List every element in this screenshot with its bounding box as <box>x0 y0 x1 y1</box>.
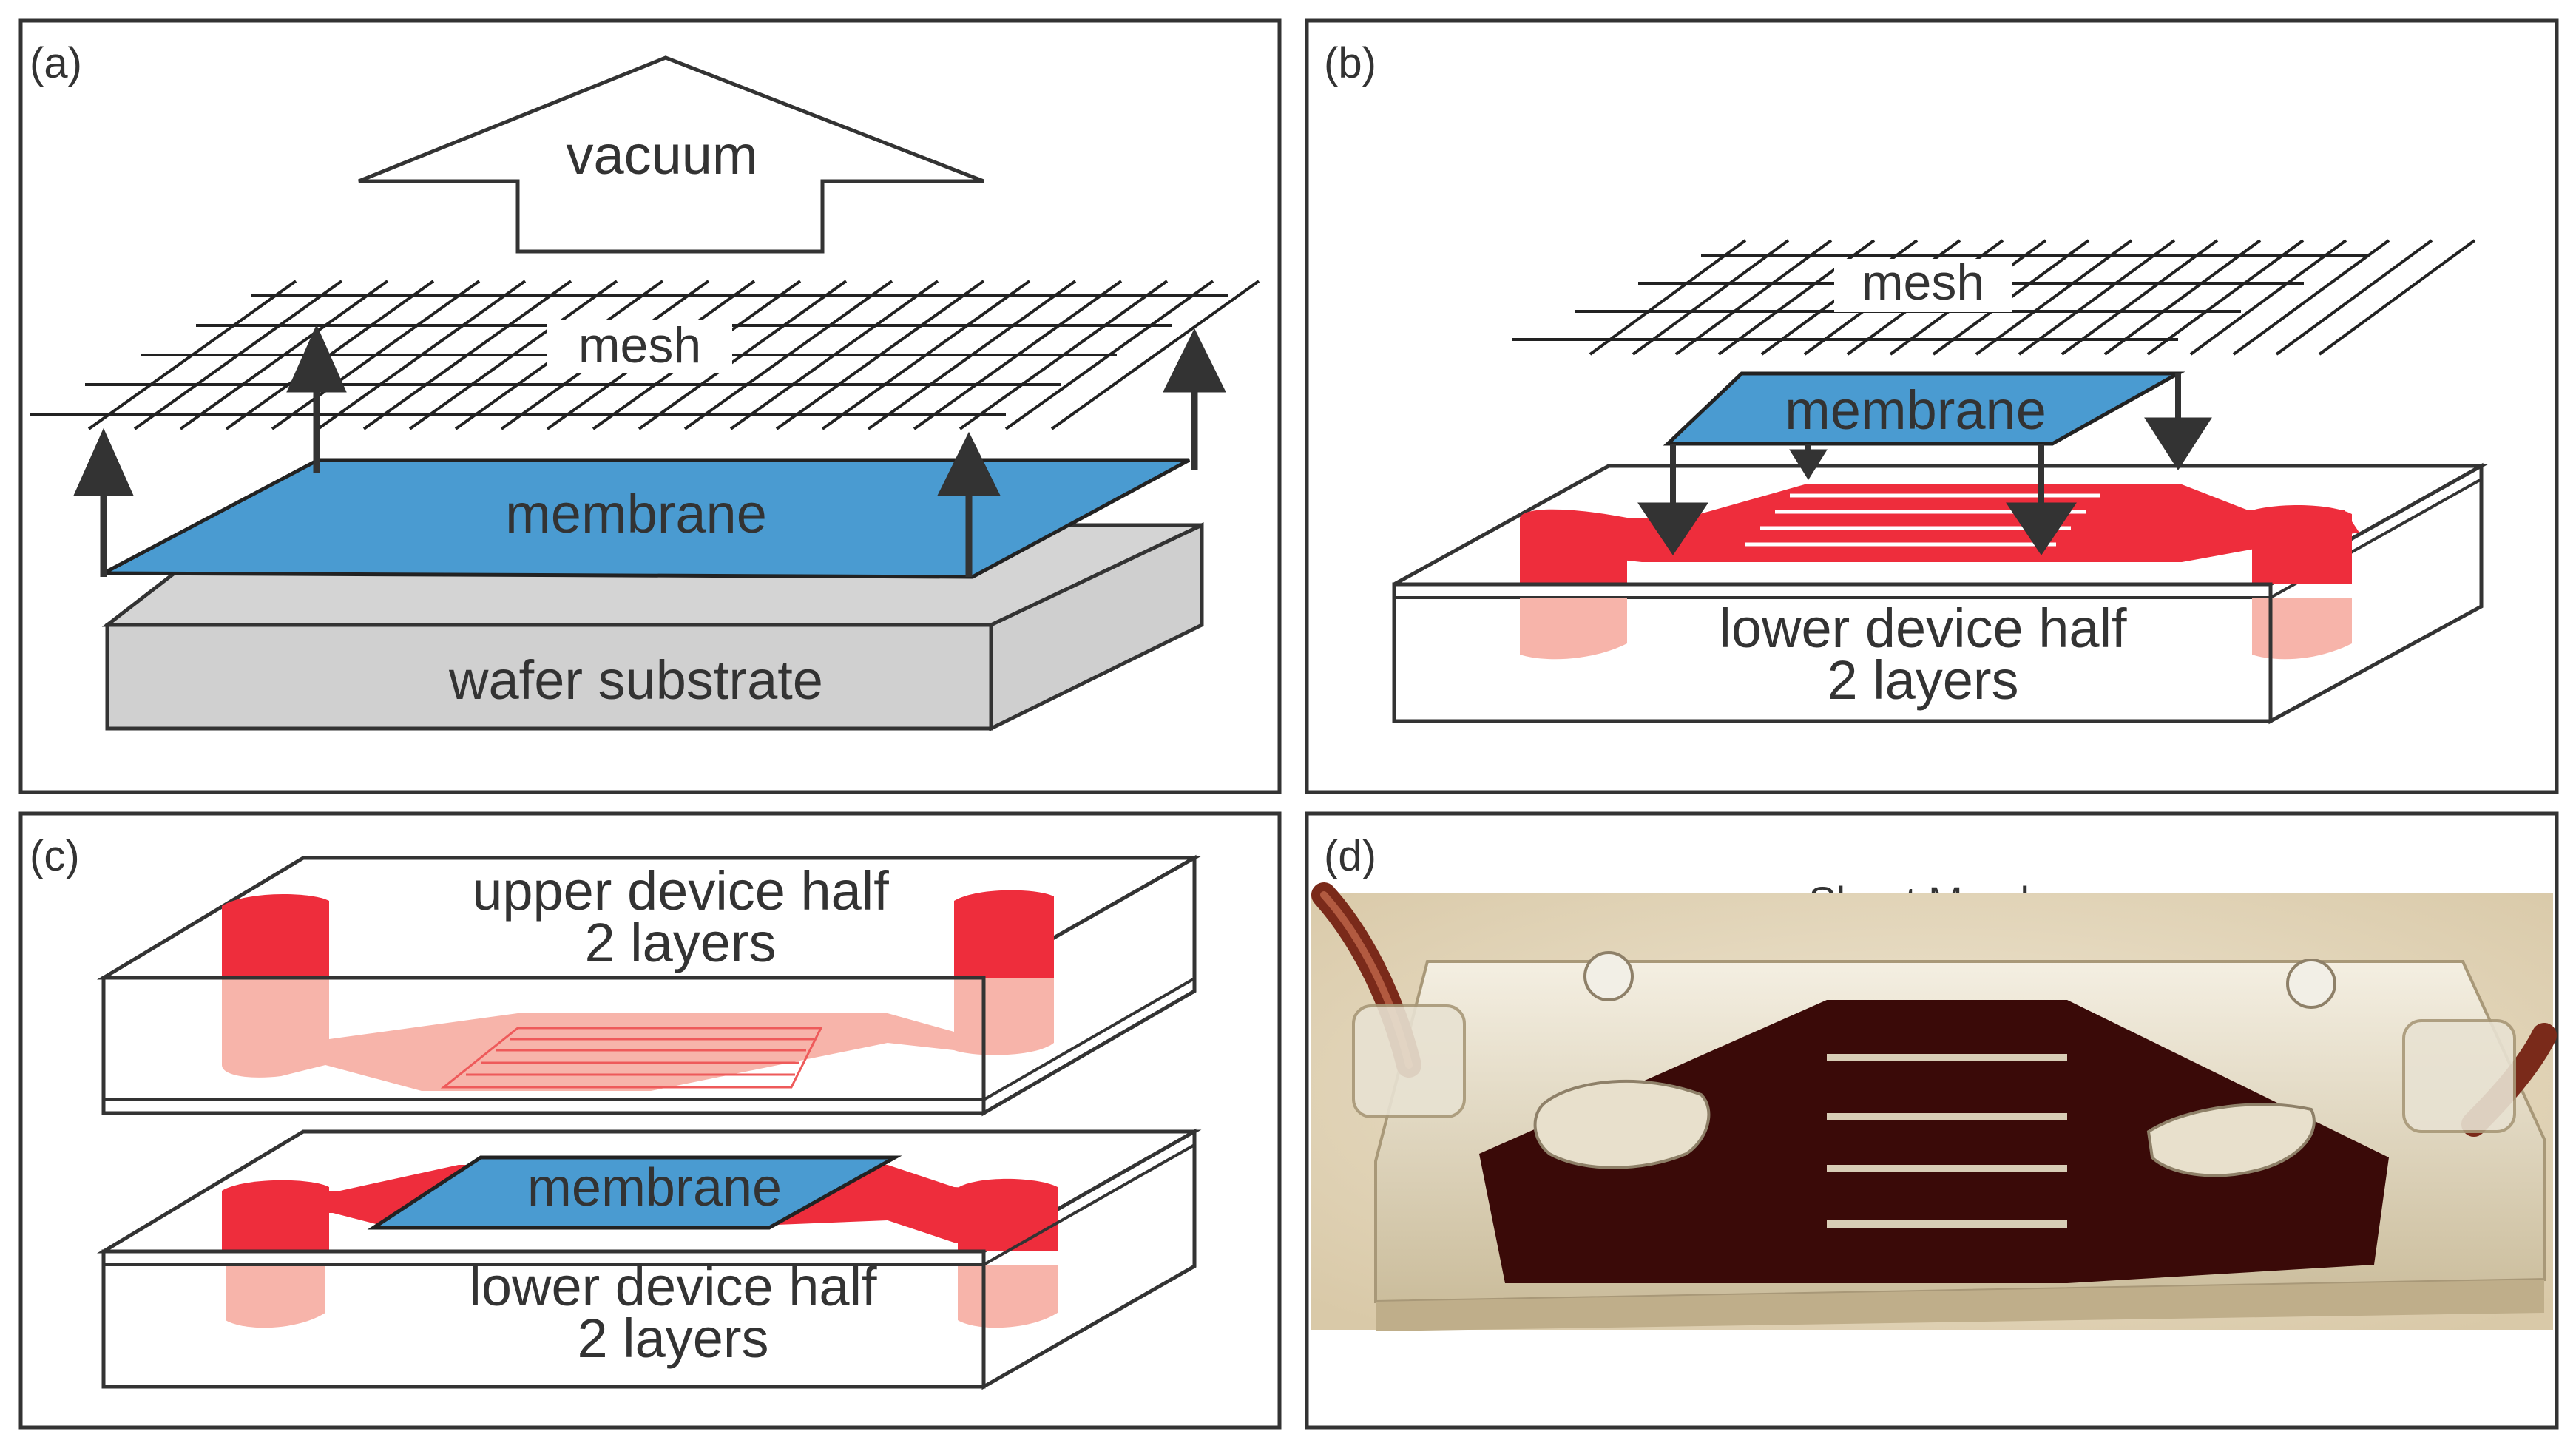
mesh-column-line <box>2189 239 2347 356</box>
upper-channel-lines <box>440 1027 823 1089</box>
panel-d-label: (d) <box>1324 832 1376 880</box>
down-arrow-icon <box>1637 502 1708 555</box>
mesh-column-line <box>638 280 848 430</box>
lower-port-c-left-top <box>222 1180 329 1251</box>
mesh-column-line <box>1674 239 1833 356</box>
mesh-column-line <box>317 280 527 430</box>
press-arrows <box>1637 373 2212 555</box>
mesh-column-line <box>271 280 481 430</box>
lower-device-c-front <box>101 1249 986 1389</box>
membrane-c-label: membrane <box>527 1158 782 1217</box>
lower-half-b-line2: 2 layers <box>1827 649 2018 711</box>
vacuum-label: vacuum <box>566 124 757 186</box>
port-b-right-top <box>2252 505 2352 584</box>
up-arrow-icon <box>286 324 347 393</box>
mesh-column-line <box>2318 239 2476 356</box>
mesh-column-line <box>959 280 1169 430</box>
mesh-column-line <box>87 280 297 430</box>
mesh-b-label: mesh <box>1862 254 1984 311</box>
membrane-b-label: membrane <box>1785 379 2046 441</box>
mesh-column-line <box>1589 239 1747 356</box>
lower-half-b-line1: lower device half <box>1719 598 2127 659</box>
membrane-c <box>367 1155 902 1230</box>
port-b-right-bottom <box>2252 598 2352 660</box>
panel-a: (a) vacuum wafer substrate membrane mesh <box>18 18 1282 794</box>
down-arrow-icon <box>1789 449 1828 480</box>
upper-device-front <box>101 976 986 1115</box>
mesh-column-line <box>729 280 939 430</box>
lift-arrows <box>73 324 1226 577</box>
device-channel-dark <box>1479 1000 2389 1283</box>
wafer-substrate-front <box>105 623 993 731</box>
mesh-column-line <box>2103 239 2262 356</box>
mesh-column-line <box>408 280 618 430</box>
mesh-column-line <box>179 280 389 430</box>
panel-a-label: (a) <box>30 39 82 87</box>
lower-half-c-line2: 2 layers <box>577 1308 768 1369</box>
panel-d: (d) Sheet Membrane <box>1305 811 2559 1430</box>
lower-port-c-right-bottom <box>958 1265 1058 1328</box>
opening-right <box>2146 1103 2316 1177</box>
upper-half-line2: 2 layers <box>584 912 776 973</box>
mesh-a-label: mesh <box>578 317 701 373</box>
mesh-column-line <box>2018 239 2176 356</box>
mesh-column-line <box>1975 239 2133 356</box>
panel-c: (c) upper device half 2 layers membrane <box>18 811 1282 1430</box>
connector-right <box>2402 1019 2516 1133</box>
mesh-grid-a <box>30 280 1260 430</box>
mesh-column-line <box>867 280 1077 430</box>
opening-left <box>1533 1079 1711 1169</box>
mesh-column-line <box>821 280 1031 430</box>
connector-left <box>1352 1004 1466 1118</box>
device-b-front <box>1392 582 2273 723</box>
down-arrow-icon <box>2144 417 2212 470</box>
mesh-column-line <box>2061 239 2219 356</box>
upper-port-left <box>222 893 329 978</box>
mesh-column-line <box>2275 239 2433 356</box>
membrane-a-label: membrane <box>505 483 767 544</box>
down-arrow-icon <box>2006 502 2077 555</box>
device-photo <box>1311 882 2557 1331</box>
port-b-left-bottom <box>1520 598 1627 660</box>
panel-c-label: (c) <box>30 832 80 880</box>
vacuum-arrow <box>358 55 984 254</box>
mesh-column-line <box>133 280 343 430</box>
mesh-column-line <box>1050 280 1260 430</box>
mesh-column-line <box>913 280 1123 430</box>
panel-b-label: (b) <box>1324 39 1376 87</box>
wafer-substrate-label: wafer substrate <box>448 649 823 711</box>
mesh-column-line <box>2232 239 2390 356</box>
mesh-column-line <box>1632 239 1790 356</box>
mesh-label-bg-b <box>1834 259 2012 312</box>
channel-b <box>1524 484 2359 562</box>
mesh-column-line <box>683 280 893 430</box>
lower-port-c-left-bottom <box>226 1265 325 1328</box>
port-b-left-top <box>1520 509 1627 584</box>
mesh-column-line <box>362 280 572 430</box>
up-arrow-icon <box>937 431 1001 496</box>
upper-half-line1: upper device half <box>472 860 889 922</box>
mesh-column-line <box>775 280 985 430</box>
up-arrow-icon <box>1163 328 1226 393</box>
lower-port-c-right-top <box>958 1178 1058 1251</box>
lower-half-c-line1: lower device half <box>469 1256 877 1317</box>
up-arrow-icon <box>73 427 134 496</box>
panel-b: (b) mesh lower device half 2 layers memb… <box>1305 18 2559 794</box>
upper-port-right <box>954 890 1054 978</box>
mesh-label-bg-a <box>547 320 732 373</box>
mesh-column-line <box>1004 280 1214 430</box>
membrane-a <box>102 458 1191 579</box>
mesh-column-line <box>2146 239 2305 356</box>
device-channel-lines <box>1827 1054 2067 1228</box>
upper-channel-pink <box>222 978 1054 1091</box>
